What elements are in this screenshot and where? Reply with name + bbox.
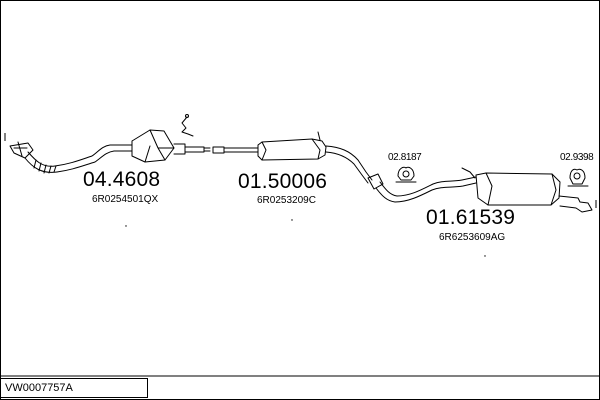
- centre-silencer-drawing: [212, 131, 373, 184]
- front-pipe-catalyst-drawing: [9, 129, 211, 174]
- print-dot: [291, 219, 293, 221]
- oe-reference-rear-silencer: 6R6253609AG: [439, 232, 506, 243]
- catalyst-bracket-drawing: [181, 114, 194, 137]
- part-number-front-pipe: 04.4608: [83, 168, 161, 191]
- part-number-rear-silencer: 01.61539: [426, 206, 516, 229]
- vehicle-code: VW0007757A: [5, 382, 73, 394]
- mounting-rubber-02-9398-drawing: [567, 168, 589, 187]
- print-dot: [125, 225, 127, 227]
- rear-silencer-drawing: [367, 167, 593, 213]
- part-number-mounting-rubber-2: 02.9398: [560, 152, 594, 163]
- print-dot: [484, 255, 486, 257]
- oe-reference-centre-silencer: 6R0253209C: [257, 195, 316, 206]
- mounting-rubber-02-8187-drawing: [395, 166, 417, 183]
- oe-reference-front-pipe: 6R0254501QX: [92, 194, 159, 205]
- part-number-mounting-rubber-1: 02.8187: [388, 152, 422, 163]
- vehicle-code-box: VW0007757A: [0, 378, 148, 398]
- part-number-centre-silencer: 01.50006: [238, 170, 328, 193]
